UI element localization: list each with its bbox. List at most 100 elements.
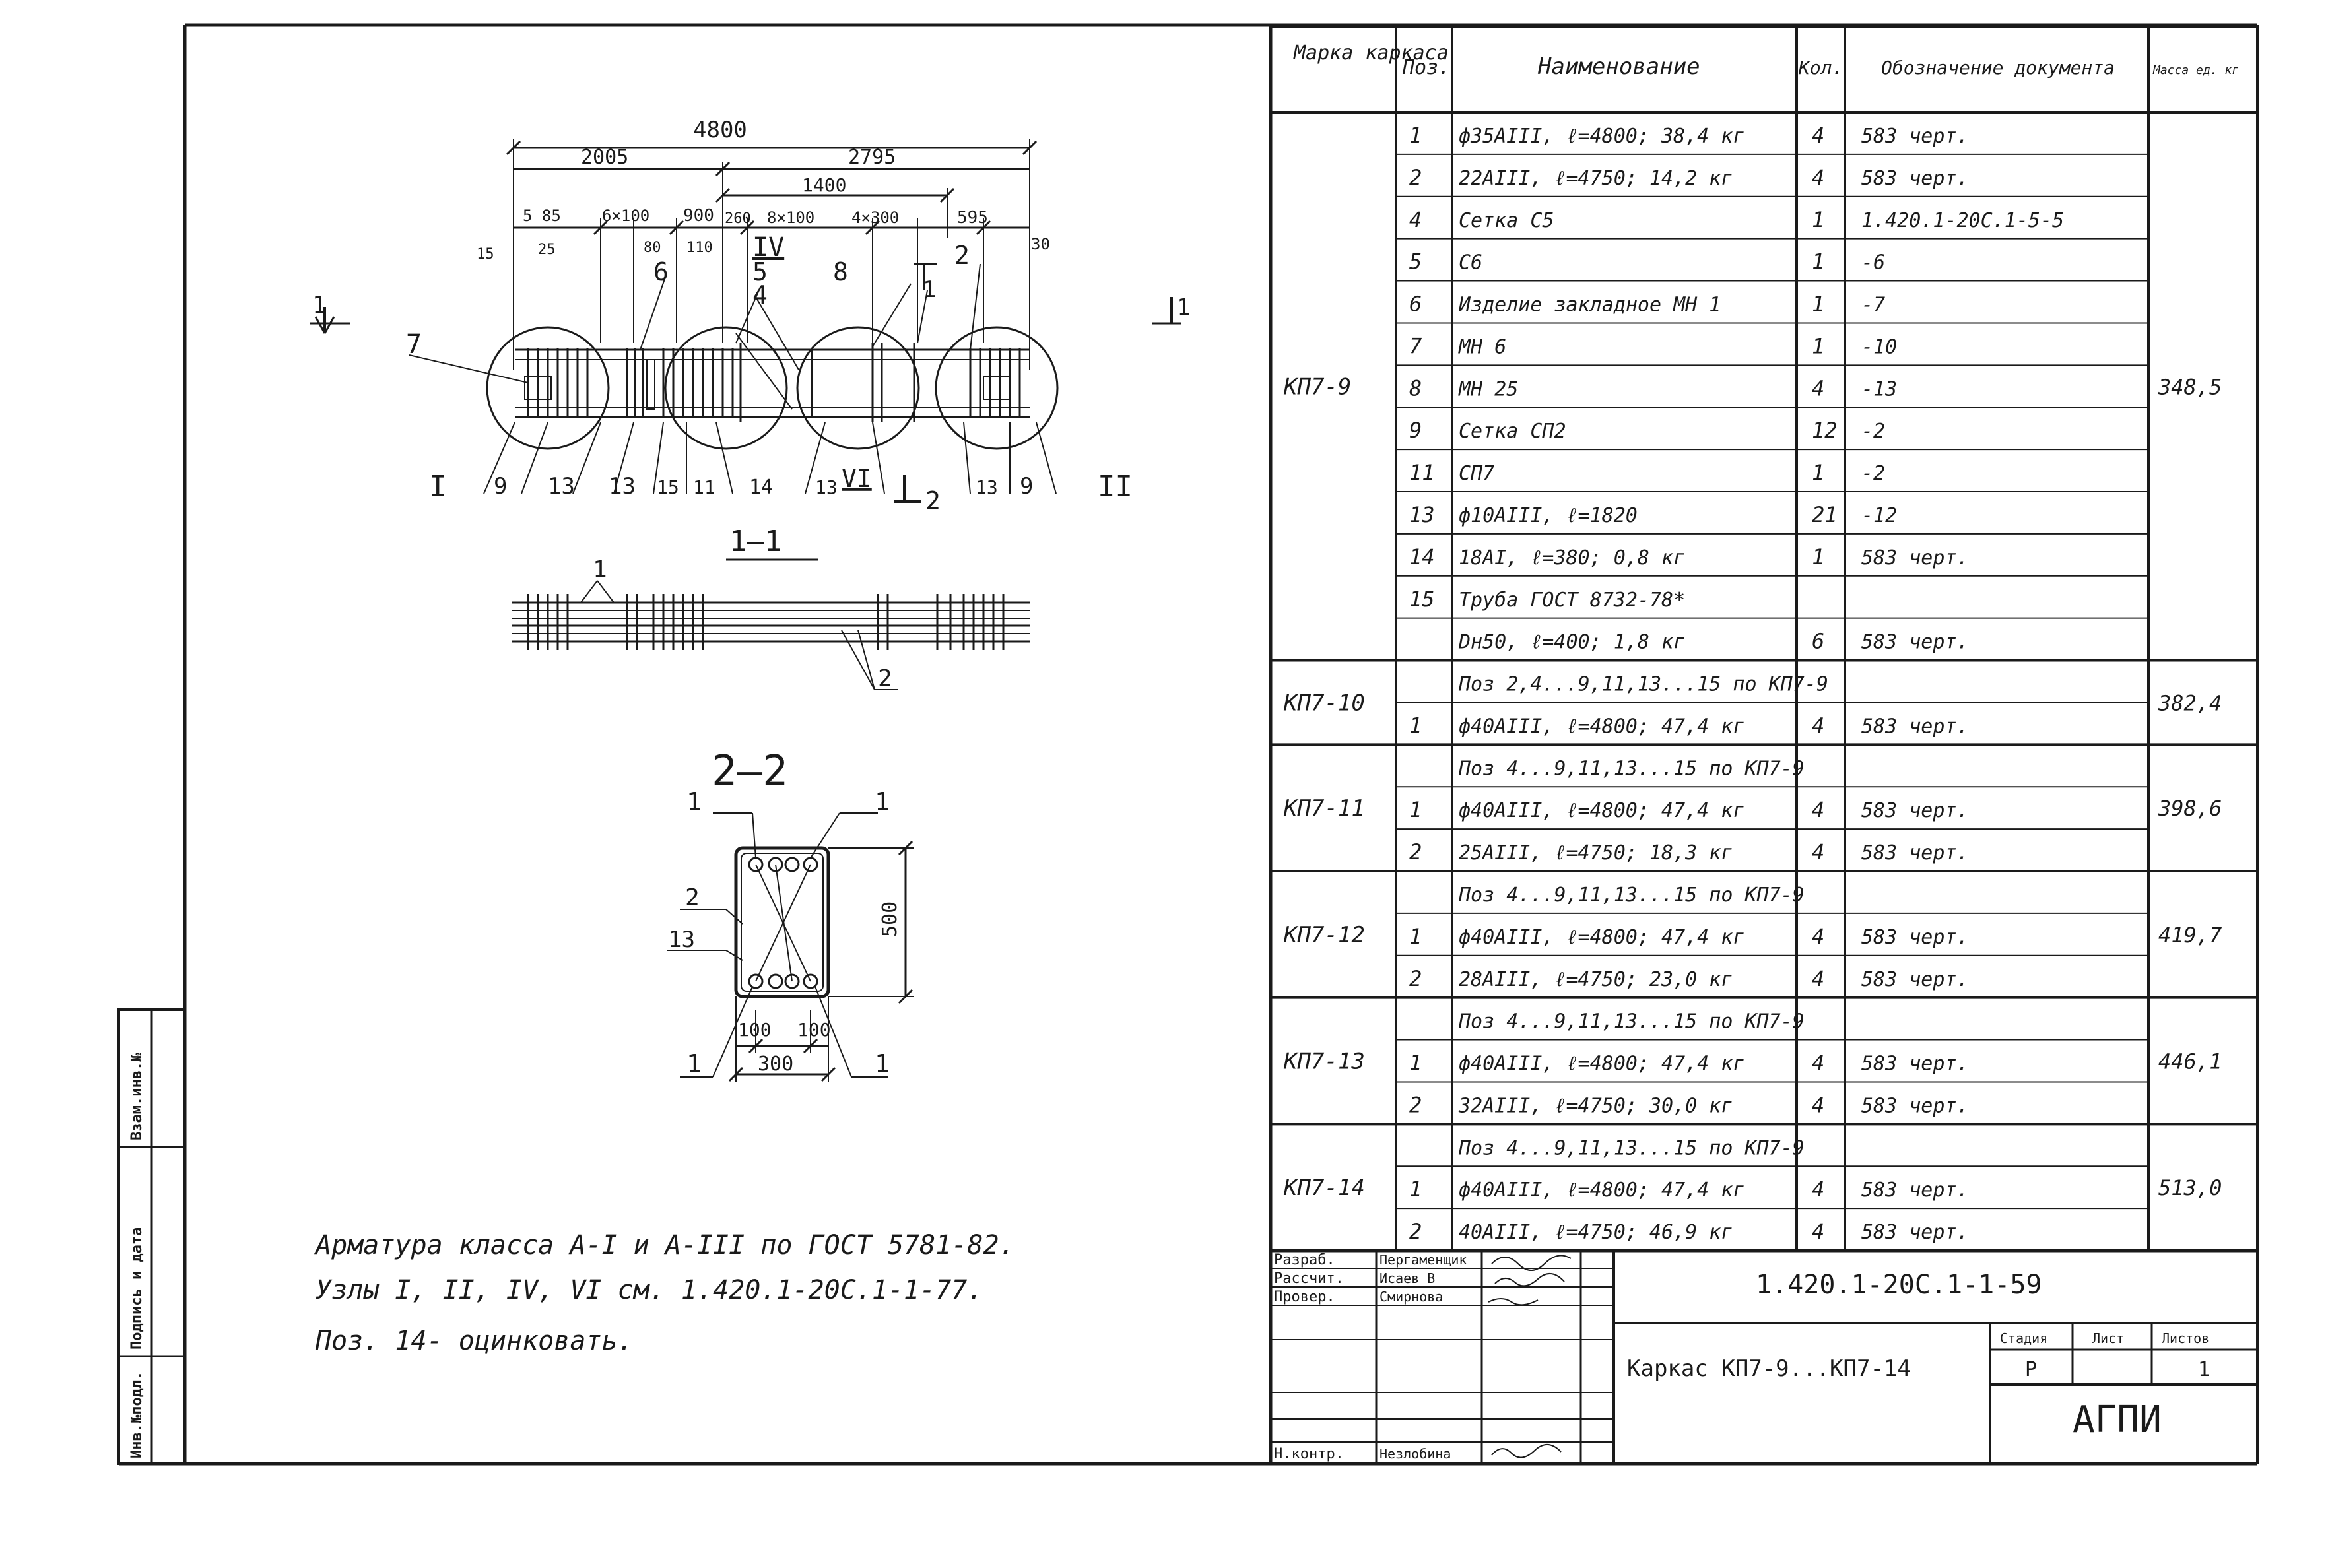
spec-cell-doc: 583 черт.	[1861, 968, 1969, 991]
dimension-lines	[506, 139, 1038, 370]
spec-cell-qty: 4	[1812, 1219, 1824, 1244]
signature-4	[1491, 1444, 1562, 1458]
node-circle-2	[935, 326, 1059, 450]
spec-cell-doc: 1.420.1-20С.1-5-5	[1861, 209, 2064, 232]
col-header-marka-text: Марка каркаса	[1293, 42, 1449, 65]
spec-cell-poz: 2	[1409, 1092, 1422, 1117]
spec-cell-poz: 6	[1409, 292, 1422, 317]
spec-cell-doc: -6	[1861, 251, 1885, 275]
dim-900: 900	[683, 206, 714, 226]
node-circle-1	[486, 326, 610, 450]
leader-lines	[409, 263, 1057, 503]
spec-cell-name: Поз 4...9,11,13...15 по КП7-9	[1458, 757, 1805, 780]
spec-cell-doc: -12	[1861, 504, 1897, 527]
section-2-marker: 2	[925, 486, 941, 515]
spec-cell-poz: 8	[1409, 376, 1422, 401]
sec2-pos-1-bl: 1	[686, 1049, 702, 1078]
sheets-value: 1	[2198, 1358, 2210, 1381]
spec-cell-qty: 4	[1812, 713, 1824, 738]
dim-80: 80	[644, 240, 661, 256]
spec-cell-name: Поз 4...9,11,13...15 по КП7-9	[1458, 884, 1805, 907]
spec-cell-doc: 583 черт.	[1861, 631, 1969, 654]
spec-cell-doc: -13	[1861, 377, 1897, 401]
pos-4: 4	[752, 280, 768, 310]
spec-cell-poz: 7	[1409, 333, 1422, 358]
dim-595: 595	[957, 208, 988, 228]
spec-cell-doc: -2	[1861, 420, 1885, 443]
section-mark-1-right: 1	[1152, 294, 1191, 325]
spec-group-marka: КП7-13	[1283, 1049, 1365, 1075]
pos-1-top: 1	[923, 277, 936, 303]
sign-name-rasschit: Исаев В	[1379, 1270, 1435, 1286]
spec-cell-name: Сетка СП2	[1459, 420, 1566, 443]
spec-cell-doc: 583 черт.	[1861, 715, 1969, 738]
node-circle-vi	[796, 326, 920, 450]
sign-name-prover: Смирнова	[1379, 1289, 1443, 1305]
spec-cell-poz: 1	[1409, 1051, 1422, 1076]
spec-cell-name: Труба ГОСТ 8732-78*	[1459, 589, 1685, 612]
stirrups-center	[735, 333, 915, 422]
pos-13-c: 13	[815, 476, 838, 498]
stage-value: Р	[2025, 1358, 2037, 1381]
spec-cell-doc: -7	[1861, 294, 1885, 317]
pos-13-d: 13	[976, 476, 998, 498]
sheet-label: Лист	[2092, 1330, 2124, 1346]
pos-7: 7	[406, 329, 422, 360]
spec-cell-qty: 21	[1812, 502, 1838, 527]
dim-110: 110	[686, 240, 713, 256]
dim-100-left: 100	[738, 1019, 772, 1041]
col-header-marka: Марка каркаса	[1293, 42, 1449, 65]
spec-cell-poz: 2	[1409, 839, 1422, 865]
spec-cell-poz: 2	[1409, 1219, 1422, 1244]
dim-2795: 2795	[848, 146, 896, 169]
spec-cell-name: Сетка С5	[1459, 209, 1554, 232]
node-vi: VI	[842, 464, 872, 493]
pos-2-top: 2	[954, 241, 970, 270]
section-1-1-stirrups	[527, 594, 1005, 650]
spec-cell-qty: 4	[1812, 839, 1824, 865]
section-2-2-title: 2—2	[712, 747, 788, 796]
spec-cell-name: СП7	[1459, 462, 1494, 485]
spec-group-mass: 446,1	[2158, 1049, 2222, 1074]
pos-13-a: 13	[548, 473, 575, 500]
spec-cell-doc: 583 черт.	[1861, 799, 1969, 822]
sign-role-rasschit: Рассчит.	[1274, 1270, 1344, 1287]
doc-title: Каркас КП7-9...КП7-14	[1627, 1356, 1911, 1382]
spec-cell-qty: 4	[1812, 924, 1824, 949]
spec-cell-doc: 583 черт.	[1861, 546, 1969, 570]
spec-cell-name: С6	[1459, 251, 1482, 275]
spec-cell-qty: 4	[1812, 1177, 1824, 1202]
spec-cell-doc: 583 черт.	[1861, 841, 1969, 865]
org-name: АГПИ	[2073, 1398, 2162, 1441]
dim-15: 15	[477, 246, 494, 263]
spec-cell-doc: 583 черт.	[1861, 1179, 1969, 1202]
pos-9-right: 9	[1020, 473, 1033, 500]
spec-cell-poz: 4	[1409, 207, 1422, 232]
spec-cell-doc: 583 черт.	[1861, 1221, 1969, 1244]
title-block: Разраб. Пергаменщик Рассчит. Исаев В Про…	[1271, 1249, 2257, 1464]
doc-code: 1.420.1-20С.1-1-59	[1756, 1270, 2042, 1300]
pos-14: 14	[749, 476, 773, 499]
sign-name-nkontr: Незлобина	[1379, 1446, 1451, 1462]
dim-585: 5 85	[523, 207, 561, 225]
section-1-1-pos-2: 2	[878, 665, 892, 692]
notes: Арматура класса А-I и А-III по ГОСТ 5781…	[314, 1230, 1015, 1356]
col-header-mass: Масса ед. кг	[2152, 63, 2239, 77]
spec-cell-poz: 15	[1409, 587, 1435, 612]
spec-group-mass: 419,7	[2158, 923, 2222, 948]
spec-cell-doc: -2	[1861, 462, 1885, 485]
sec2-pos-1-br: 1	[875, 1049, 890, 1078]
sign-name-razrab: Пергаменщик	[1379, 1252, 1467, 1268]
section-1-1-title: 1—1	[729, 525, 781, 558]
spec-table-header: Марка каркаса Поз. Наименование Кол. Обо…	[1293, 42, 2239, 80]
spec-cell-poz: 1	[1409, 924, 1422, 949]
spec-cell-name: 40АIII, ℓ=4750; 46,9 кг	[1459, 1221, 1733, 1244]
sec2-pos-2: 2	[685, 884, 700, 911]
spec-cell-qty: 1	[1812, 460, 1824, 485]
dim-6x100: 6×100	[602, 207, 649, 225]
spec-cell-qty: 1	[1812, 544, 1824, 570]
spec-cell-poz: 5	[1409, 249, 1422, 275]
title-sign-rows: Разраб. Пергаменщик Рассчит. Исаев В Про…	[1274, 1252, 1572, 1462]
